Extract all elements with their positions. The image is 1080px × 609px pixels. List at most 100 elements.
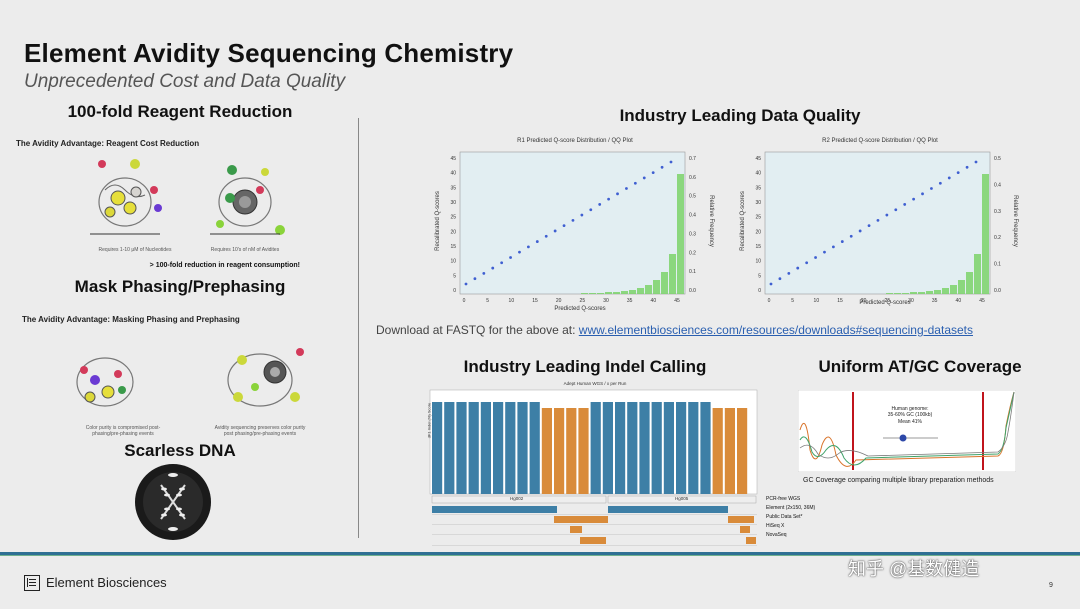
footer-company: Element Biosciences: [46, 575, 167, 590]
histogram-bar: [589, 293, 596, 294]
r2-histogram: [886, 174, 989, 294]
histogram-bar: [974, 254, 981, 294]
histogram-bar: [613, 292, 620, 294]
qq-dot: [669, 160, 673, 164]
qq-dot: [849, 234, 853, 238]
histogram-bar: [966, 272, 973, 294]
download-line: Download at FASTQ for the above at: www.…: [376, 323, 1076, 337]
qq-dot: [535, 240, 539, 243]
qq-dot: [651, 171, 655, 175]
element-logo-icon: [24, 575, 40, 591]
y2-tick-label: 0.6: [689, 175, 696, 181]
footer-divider-accent: [0, 555, 1080, 556]
x-tick-label: 5: [791, 298, 794, 304]
indel-bar: [724, 408, 735, 494]
legend-row-novaseq-left: [580, 537, 606, 544]
y2-tick-label: 0.4: [689, 213, 696, 219]
indel-bar: [529, 402, 540, 494]
r1-y2-ticks: 0.00.10.20.30.40.50.60.7: [689, 156, 696, 294]
histogram-bar: [934, 290, 941, 294]
qq-dot: [518, 250, 521, 254]
indel-bar: [493, 402, 504, 494]
reagent-statement: > 100-fold reduction in reagent consumpt…: [149, 262, 300, 269]
histogram-bar: [982, 174, 989, 294]
y2-tick-label: 0.0: [994, 288, 1001, 294]
coverage-caption: GC Coverage comparing multiple library p…: [803, 477, 994, 484]
legend-row-public-right: [728, 516, 754, 523]
reagent-caption-right: Requires 10's of nM of Avidites: [210, 247, 280, 253]
phasing-panel-title: The Avidity Advantage: Masking Phasing a…: [22, 315, 240, 324]
qq-dot: [526, 245, 530, 249]
x-tick-label: 25: [580, 298, 586, 304]
indel-group-hg005: [607, 495, 757, 504]
qq-dot: [562, 224, 566, 228]
indel-bar: [444, 402, 455, 494]
gc-annotation-line: 35-60% GC (100kb): [887, 412, 933, 419]
y2-tick-label: 0.0: [689, 288, 696, 294]
x-tick-label: 10: [509, 298, 515, 304]
qq-dot: [814, 256, 817, 259]
y-tick-label: 30: [450, 200, 456, 206]
legend-row-element-right: [608, 506, 728, 513]
y-tick-label: 20: [450, 229, 456, 235]
x-tick-label: 35: [627, 298, 633, 304]
qq-dot: [571, 218, 575, 222]
qq-dot: [607, 197, 611, 201]
gc-annotation-line: Mean 41%: [898, 418, 922, 425]
indel-chart-title: Adept Human WGS / x per Run: [563, 381, 627, 386]
phasing-cluster-left: [76, 357, 134, 407]
qq-dot: [580, 213, 584, 217]
histogram-bar: [637, 288, 644, 294]
download-text: Download at FASTQ for the above at:: [376, 323, 579, 337]
qq-dot: [938, 181, 942, 185]
reagent-illustration: [90, 159, 285, 235]
x-tick-label: 5: [486, 298, 489, 304]
y-tick-label: 40: [450, 171, 456, 177]
qq-dot: [921, 192, 924, 196]
qq-dot: [660, 165, 664, 169]
indel-bar: [578, 408, 589, 494]
qq-dot: [544, 234, 548, 238]
qq-dot: [553, 229, 557, 233]
slide-title: Element Avidity Sequencing Chemistry: [24, 38, 514, 68]
qq-dot: [796, 266, 800, 270]
x-tick-label: 15: [532, 298, 538, 304]
indel-bar: [676, 402, 687, 494]
y-tick-label: 20: [755, 229, 761, 235]
histogram-bar: [605, 292, 612, 294]
legend-row-novaseq-right: [746, 537, 756, 544]
histogram-bar: [669, 254, 676, 294]
qq-dot: [831, 245, 835, 249]
indel-bar: [627, 402, 638, 494]
y-tick-label: 35: [450, 185, 456, 191]
slide-subtitle: Unprecedented Cost and Data Quality: [24, 71, 346, 92]
indel-group-label-hg005: Hg005: [675, 496, 689, 501]
download-link[interactable]: www.elementbiosciences.com/resources/dow…: [578, 323, 973, 337]
indel-bar: [480, 402, 491, 494]
y2-tick-label: 0.7: [689, 156, 696, 162]
x-tick-label: 35: [932, 298, 938, 304]
y-tick-label: 5: [758, 273, 761, 279]
avidite-cluster-illustration: [210, 165, 285, 235]
column-divider: [358, 118, 359, 538]
y-tick-label: 35: [755, 185, 761, 191]
indel-bar: [700, 402, 711, 494]
qq-dot: [930, 187, 933, 190]
x-tick-label: 30: [908, 298, 914, 304]
x-tick-label: 45: [979, 298, 985, 304]
indel-bar: [590, 402, 601, 494]
histogram-bar: [661, 272, 668, 294]
y2-tick-label: 0.3: [689, 231, 696, 237]
phasing-heading: Mask Phasing/Prephasing: [74, 277, 286, 296]
histogram-bar: [629, 290, 636, 294]
histogram-bar: [653, 280, 660, 294]
histogram-bar: [581, 293, 588, 294]
indel-bar: [432, 402, 443, 494]
qq-dot: [947, 176, 951, 180]
qq-dot: [876, 218, 880, 222]
reagent-caption-left: Requires 1-10 μM of Nucleotides: [98, 247, 172, 253]
r1-ylabel: Recalibrated Q-scores: [435, 191, 441, 251]
x-tick-label: 15: [837, 298, 843, 304]
